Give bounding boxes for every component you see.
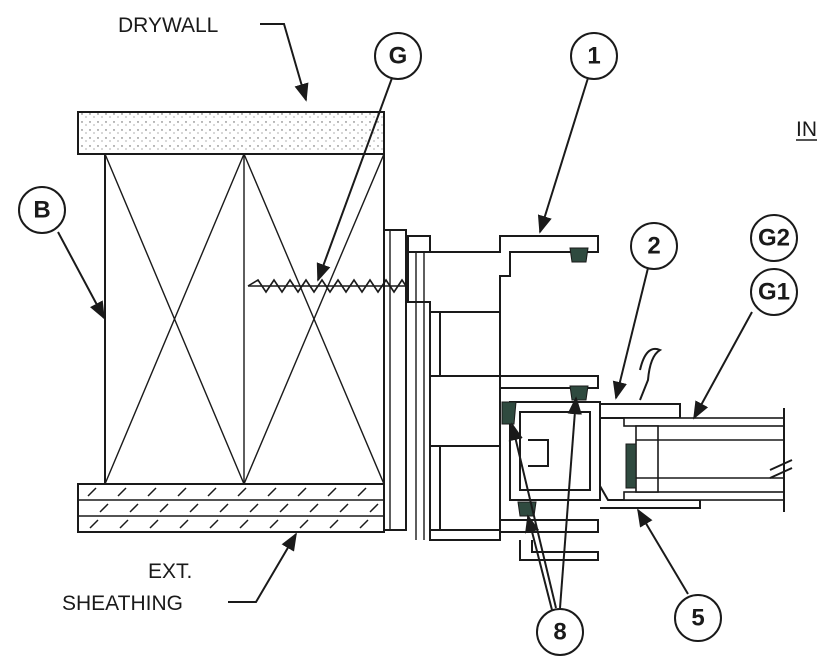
svg-text:1: 1 (587, 43, 600, 70)
svg-text:G2: G2 (758, 225, 790, 252)
callout-2: 2 (630, 222, 678, 270)
glazing-unit (623, 408, 793, 512)
callout-1: 1 (570, 32, 618, 80)
svg-text:G: G (389, 43, 408, 70)
interior-label-partial: IN (796, 118, 817, 141)
callout-8: 8 (536, 608, 584, 656)
callout-g1: G1 (750, 268, 798, 316)
callout-5: 5 (674, 594, 722, 642)
leader-lines (57, 23, 753, 611)
svg-text:2: 2 (647, 233, 660, 260)
ext-sheathing-label-line2: SHEATHING (62, 592, 183, 615)
svg-text:5: 5 (691, 605, 704, 632)
callout-g2: G2 (750, 214, 798, 262)
drywall-board (77, 111, 385, 155)
ext-sheathing-label-line1: EXT. (148, 560, 192, 583)
svg-text:B: B (33, 197, 50, 224)
callout-g: G (374, 32, 422, 80)
drywall-label: DRYWALL (118, 14, 218, 37)
frame-profile (407, 235, 599, 561)
shim-board (383, 229, 407, 531)
exterior-sheathing (77, 483, 385, 533)
svg-text:8: 8 (553, 619, 566, 646)
svg-text:G1: G1 (758, 279, 790, 306)
sash-profile (509, 348, 701, 509)
wood-stud-b (104, 153, 385, 485)
callout-b: B (18, 186, 66, 234)
